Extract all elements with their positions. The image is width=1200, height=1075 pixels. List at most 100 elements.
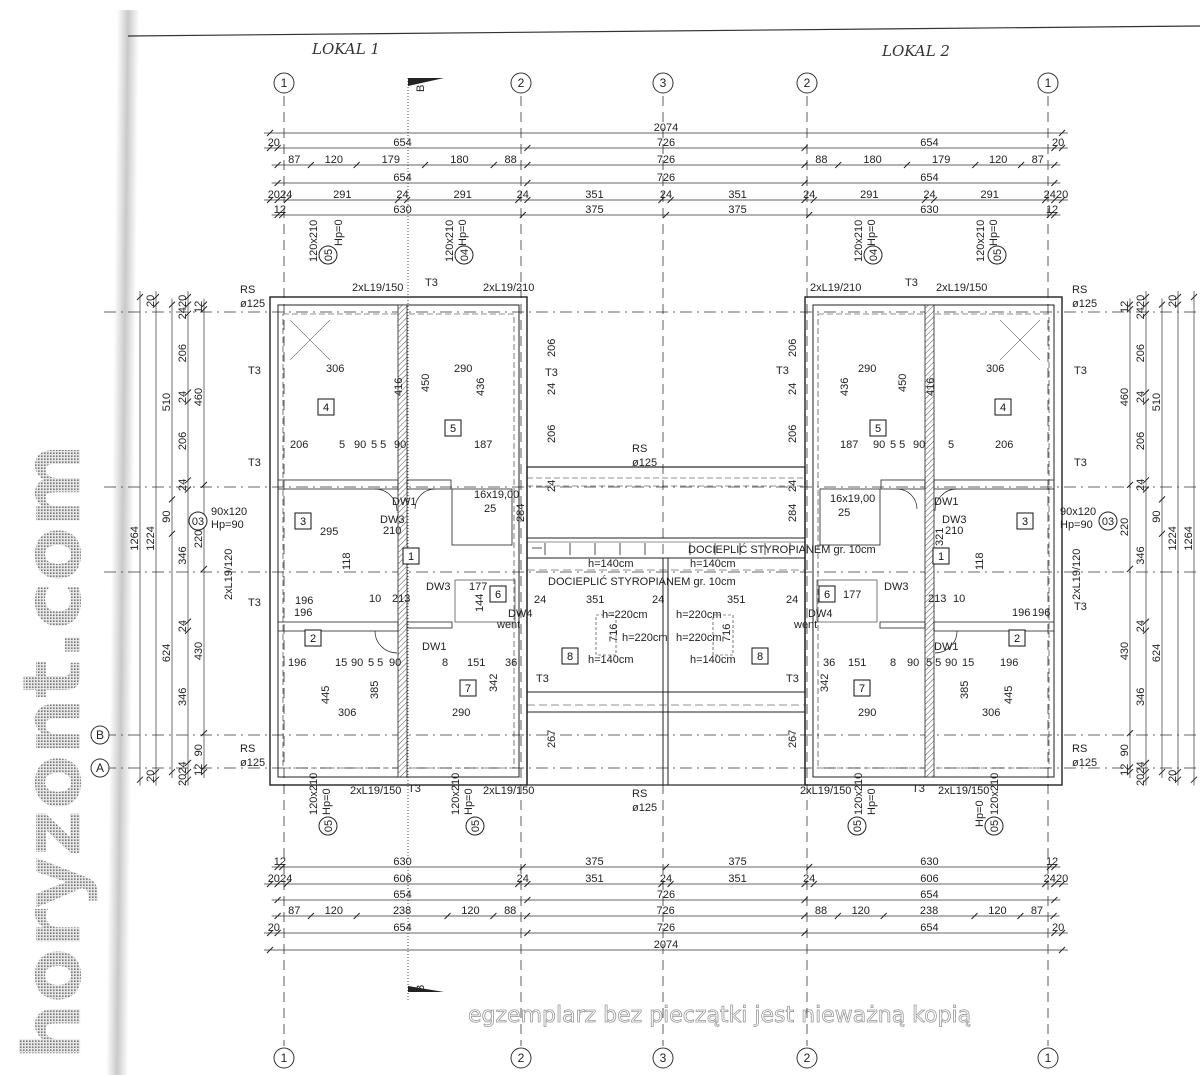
plan-annotation: 445: [320, 686, 332, 704]
plan-annotation: 2xL19/210: [483, 282, 534, 294]
plan-annotation: 206: [546, 339, 558, 357]
dimension-value: 87: [1031, 905, 1043, 917]
plan-annotation: 144: [474, 594, 486, 612]
axis-label: 1: [1045, 1051, 1052, 1065]
dimension-value: 24: [803, 189, 815, 201]
dimension-value: 24: [923, 189, 935, 201]
dimension-value: 12: [1046, 204, 1058, 216]
plan-annotation: h=140cm: [588, 558, 634, 570]
dimension-value: 20: [1052, 137, 1064, 149]
room-number: 3: [1016, 512, 1034, 530]
plan-annotation: 10: [953, 593, 965, 605]
dimension-value: 1224: [145, 526, 157, 550]
axis-label: 2: [804, 1051, 811, 1065]
dimension-value: 654: [920, 137, 938, 149]
svg-text:05: 05: [989, 820, 1001, 832]
dimension-value: 120: [325, 905, 343, 917]
dimension-value: 12: [193, 764, 205, 776]
dimension-value: 430: [1119, 642, 1131, 660]
plan-annotation: 90: [873, 439, 885, 451]
plan-annotation: 24: [534, 594, 546, 606]
dimension-value: 375: [585, 856, 603, 868]
plan-annotation: ø125: [240, 757, 265, 769]
dimension-value: 120: [325, 154, 343, 166]
plan-annotation: 120x210: [853, 220, 865, 262]
dimension-value: 346: [177, 688, 189, 706]
plan-annotation: DW1: [934, 641, 958, 653]
plan-annotation: DW3: [942, 514, 966, 526]
dimension-value: 460: [193, 388, 205, 406]
dimension-value: 654: [393, 172, 411, 184]
plan-annotation: 90: [354, 439, 366, 451]
plan-annotation: T3: [912, 783, 925, 795]
dimension-value: 291: [453, 189, 471, 201]
plan-annotation: T3: [248, 457, 261, 469]
plan-annotation: 290: [452, 707, 470, 719]
axis-label: 2: [518, 76, 525, 90]
svg-text:2: 2: [310, 633, 316, 645]
dimension-value: 654: [920, 889, 938, 901]
dimension-value: 24: [177, 620, 189, 632]
plan-annotation: 90x120: [211, 506, 247, 518]
dimension-value: 291: [980, 189, 998, 201]
plan-annotation: 2xL19/120: [1071, 549, 1083, 600]
plan-annotation: 90: [907, 657, 919, 669]
dimension-value: 1264: [129, 526, 141, 550]
plan-annotation: 5: [339, 439, 345, 451]
dimension-value: 2074: [654, 122, 678, 134]
plan-annotation: DW1: [392, 496, 416, 508]
plan-annotation: 2xL19/150: [936, 282, 987, 294]
dimension-value: 24: [177, 391, 189, 403]
plan-annotation: T3: [1074, 365, 1087, 377]
plan-annotation: 187: [474, 439, 492, 451]
svg-text:1: 1: [408, 551, 414, 563]
plan-annotation: 2xL19/150: [483, 785, 534, 797]
axis-label: 1: [1045, 76, 1052, 90]
plan-annotation: 120x210: [853, 773, 865, 815]
dimension-value: 351: [728, 873, 746, 885]
dimension-value: 20: [1167, 295, 1179, 307]
dimension-value: 630: [393, 204, 411, 216]
plan-annotation: DOCIEPLIĆ STYROPIANEM gr. 10cm: [688, 543, 876, 556]
dimension-value: 179: [932, 154, 950, 166]
dimension-value: 606: [393, 873, 411, 885]
room-number: 4: [317, 398, 335, 416]
dimension-value: 12: [193, 301, 205, 313]
dimension-value: 24: [1135, 479, 1147, 491]
plan-annotation: 416: [393, 378, 405, 396]
plan-annotation: 213: [928, 593, 946, 605]
plan-annotation: 206: [787, 425, 799, 443]
plan-annotation: RS: [240, 284, 255, 296]
axis-label: A: [96, 761, 104, 775]
plan-annotation: Hp=90: [211, 519, 244, 531]
plan-annotation: 206: [546, 425, 558, 443]
plan-annotation: 177: [469, 581, 487, 593]
dimension-value: 180: [450, 154, 468, 166]
plan-annotation: DW4: [508, 608, 532, 620]
dimension-value: 88: [504, 905, 516, 917]
plan-annotation: 290: [858, 363, 876, 375]
room-number: 3: [294, 512, 312, 530]
dimension-value: 20: [268, 873, 280, 885]
section-marker: B B: [407, 78, 444, 1000]
plan-annotation: DW4: [808, 608, 832, 620]
plan-annotation: 5 5: [371, 439, 386, 451]
plan-annotation: 210: [945, 525, 963, 537]
svg-text:5: 5: [450, 423, 456, 435]
room-number: 4: [994, 398, 1012, 416]
dimension-value: 87: [288, 154, 300, 166]
dimension-value: 726: [657, 172, 675, 184]
dimension-value: 624: [161, 644, 173, 662]
plan-annotation: 290: [858, 707, 876, 719]
dimension-value: 20: [177, 295, 189, 307]
axis-label: 3: [660, 76, 667, 90]
dimension-value: 87: [288, 905, 300, 917]
plan-annotation: 36: [823, 657, 835, 669]
axis-label: B: [96, 728, 104, 742]
